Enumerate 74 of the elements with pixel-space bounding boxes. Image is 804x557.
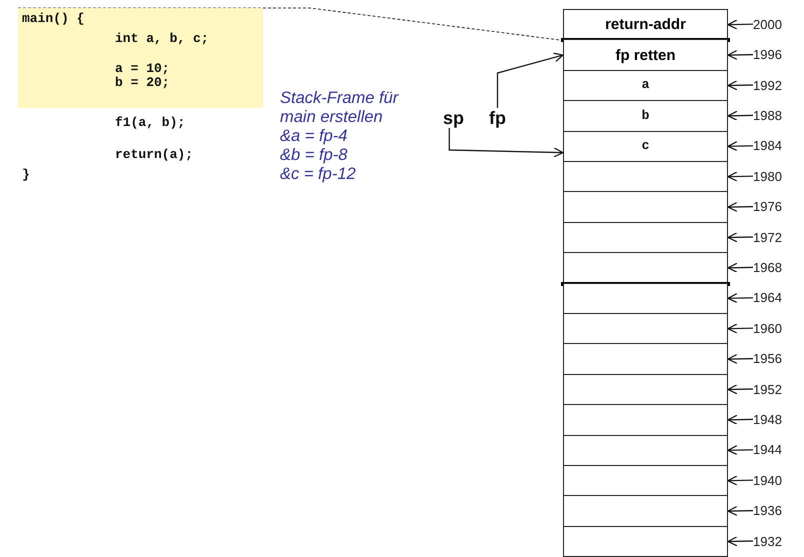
arrow: [727, 384, 754, 394]
arrow: [727, 19, 754, 30]
arrow: [727, 475, 754, 486]
stack-cell: [563, 404, 728, 436]
address-label: 1948: [753, 412, 782, 427]
code-line: }: [22, 168, 30, 182]
cell-label: fp retten: [616, 46, 676, 64]
annotation-text: &c = fp-12: [280, 165, 356, 184]
arrow: [448, 128, 564, 158]
address-label: 1988: [753, 108, 782, 123]
address-label: 1964: [753, 290, 782, 306]
code-highlight: [18, 8, 263, 108]
stack-cell: [563, 9, 728, 40]
cell-label: return-addr: [605, 16, 686, 34]
cell-label: a: [642, 78, 650, 92]
pointer-label: sp: [443, 108, 464, 128]
arrow: [727, 262, 754, 273]
arrow: [727, 536, 754, 546]
arrow: [727, 293, 754, 304]
stack-cell: [563, 526, 728, 557]
stack-cell: [563, 343, 728, 375]
stack-cell: [563, 39, 728, 71]
address-label: 2000: [753, 16, 782, 32]
stack-cell: [563, 374, 728, 406]
address-label: 1944: [753, 442, 782, 458]
arrow: [727, 354, 754, 364]
stack-cell: [563, 495, 728, 527]
code-line: main() {: [22, 12, 84, 26]
stack-cell: [563, 191, 728, 223]
address-label: 1996: [753, 47, 782, 62]
annotation-text: &a = fp-4: [280, 127, 348, 146]
arrow: [727, 323, 754, 334]
stack-cell: [563, 434, 728, 466]
code-line: return(a);: [115, 148, 194, 162]
stack-cell: [563, 161, 728, 192]
stack-cell: [563, 465, 728, 496]
arrow: [727, 414, 754, 425]
address-label: 1980: [753, 168, 782, 184]
annotation-text: &b = fp-8: [280, 146, 348, 165]
address-label: 1932: [753, 534, 782, 548]
arrow: [727, 232, 754, 242]
code-line: a = 10; b = 20;: [115, 62, 171, 90]
stack-cell: [563, 100, 728, 132]
arrow: [727, 110, 754, 121]
arrow: [727, 171, 754, 182]
code-line: int a, b, c;: [115, 32, 209, 46]
address-label: 1968: [753, 260, 782, 275]
arrow: [727, 141, 754, 152]
address-label: 1992: [753, 78, 782, 92]
code-line: f1(a, b);: [115, 116, 186, 130]
arrow: [727, 80, 754, 90]
address-label: 1960: [753, 320, 782, 336]
stack-cell: [563, 252, 728, 284]
address-label: 1952: [753, 382, 782, 396]
stack-cell: [563, 282, 728, 314]
arrow: [496, 52, 564, 108]
arrow: [727, 445, 754, 456]
stack-cell: [563, 313, 728, 344]
arrow: [727, 50, 754, 60]
stack-cell: [563, 130, 728, 162]
stack-cell: [563, 222, 728, 254]
arrow: [727, 506, 754, 516]
address-label: 1936: [753, 503, 782, 518]
cell-label: c: [642, 139, 650, 154]
stack-cell: [563, 70, 728, 102]
cell-label: b: [642, 108, 650, 123]
address-label: 1956: [753, 351, 782, 366]
address-label: 1972: [753, 230, 782, 244]
address-label: 1940: [753, 472, 782, 488]
address-label: 1976: [753, 199, 782, 214]
annotation-text: Stack-Frame für main erstellen: [280, 89, 400, 127]
address-label: 1984: [753, 138, 782, 154]
arrow: [727, 202, 754, 212]
pointer-label: fp: [489, 108, 506, 128]
